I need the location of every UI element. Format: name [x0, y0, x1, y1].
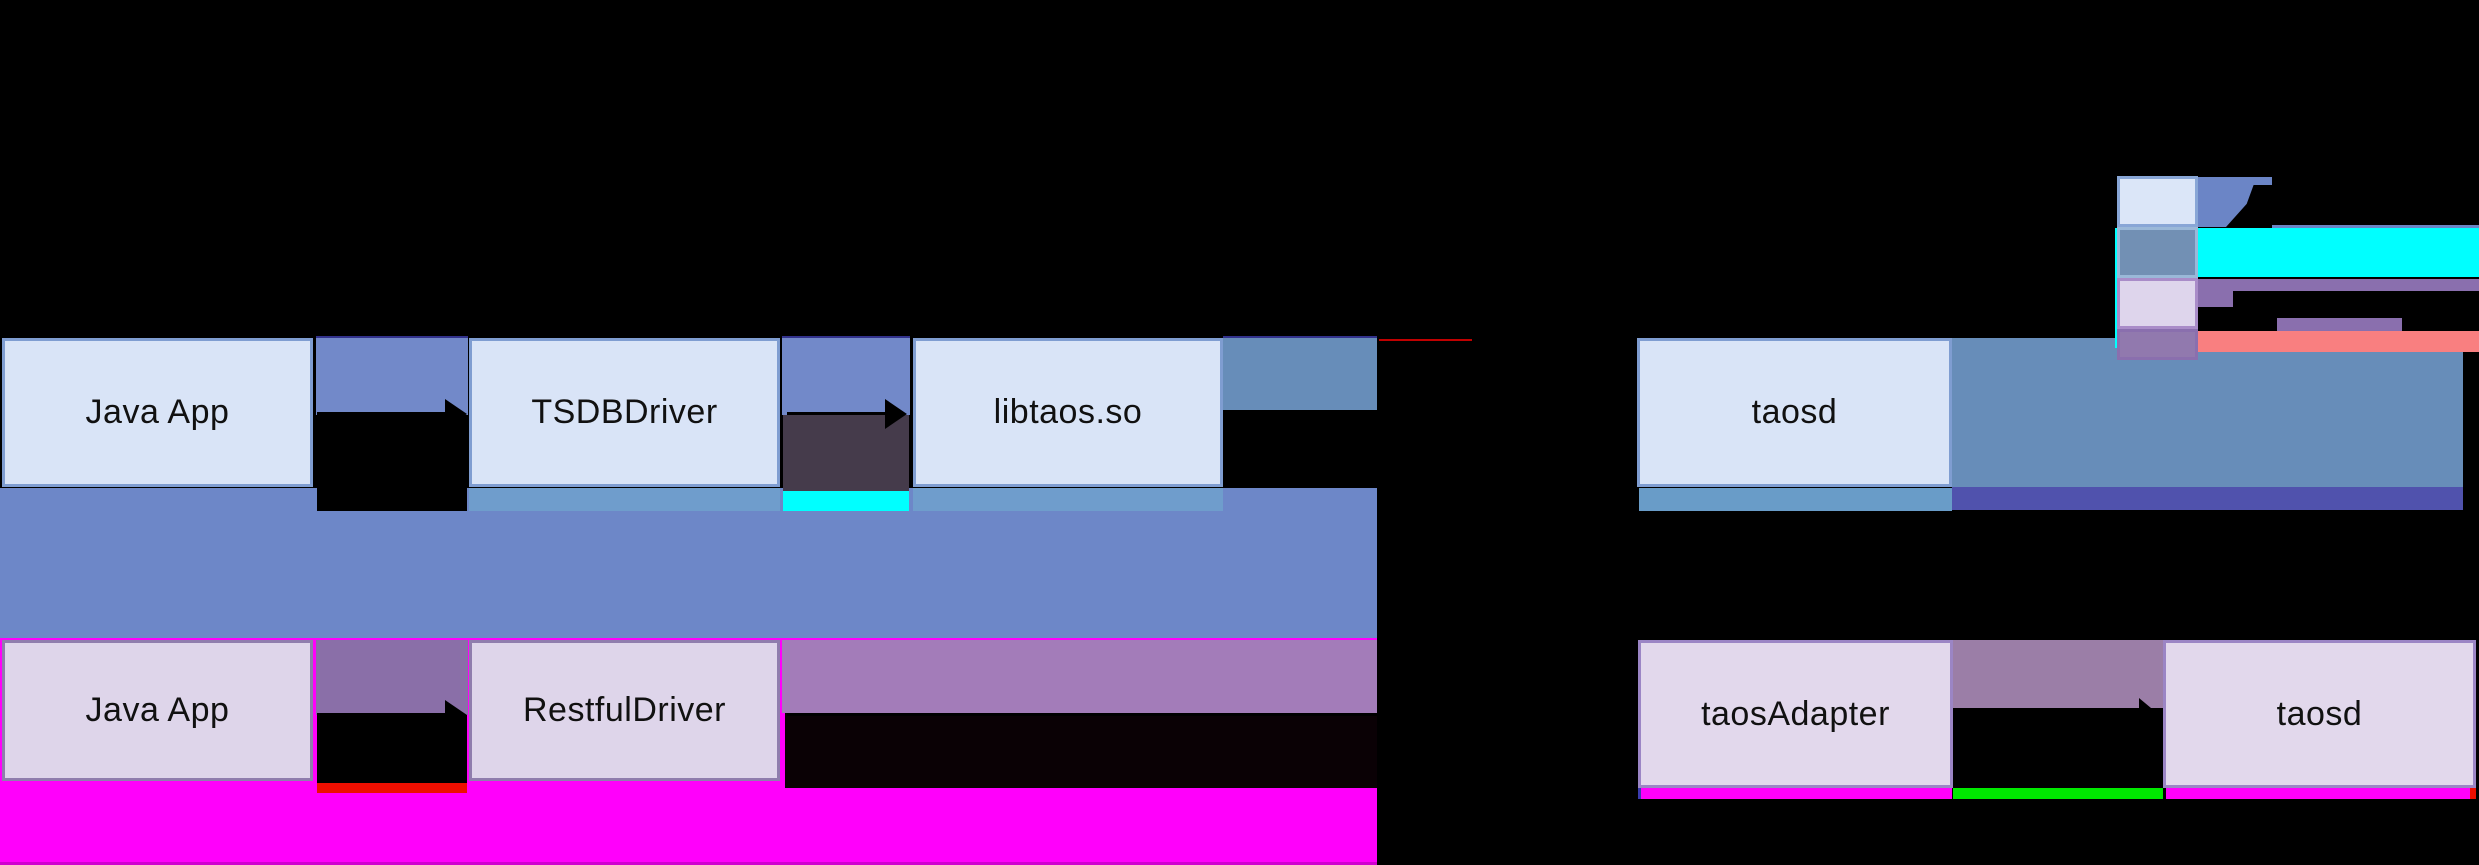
- legend-swatch-mauve: [2117, 329, 2198, 360]
- jni-gap-black-1: [317, 415, 467, 511]
- jni-blue-band: [0, 488, 1377, 638]
- node-taosd-restful[interactable]: taosd: [2163, 640, 2476, 788]
- red-accent-line: [1379, 339, 1472, 341]
- arrowhead-tsdbdriver: [445, 399, 467, 429]
- legend-cyan-highlight: [2198, 228, 2479, 277]
- node-label: RestfulDriver: [523, 691, 726, 729]
- tsdbdriver-under-strip: [469, 488, 780, 511]
- arrow-libtaos-taosd: [1225, 412, 1615, 415]
- node-taosd-jni[interactable]: taosd: [1637, 338, 1952, 487]
- legend-swatch-light-blue: [2117, 176, 2198, 227]
- arrowhead-taosd-restful: [2139, 698, 2163, 738]
- legend-blue-underline: [2272, 225, 2479, 228]
- legend-swatch-steel-blue: [2117, 227, 2198, 278]
- arrowhead-taosadapter: [1613, 700, 1635, 730]
- after-libtaos-steel-band: [1223, 336, 1377, 410]
- node-label: TSDBDriver: [531, 393, 718, 431]
- node-label: Java App: [85, 691, 230, 729]
- jni-gap-block-1: [316, 336, 468, 415]
- red-strip: [317, 783, 467, 793]
- node-libtaos[interactable]: libtaos.so: [913, 338, 1223, 487]
- restful-purple-band: [782, 640, 1377, 713]
- restful-gap-block-1: [316, 640, 468, 715]
- taosd-under-strip: [1639, 488, 1952, 511]
- arrowhead-restfuldriver: [445, 700, 467, 730]
- node-java-app-restful[interactable]: Java App: [2, 640, 313, 781]
- green-strip: [1953, 788, 2163, 799]
- legend-swatch-lavender: [2117, 278, 2198, 329]
- adapter-gap-block: [1953, 640, 2163, 708]
- libtaos-under-strip: [913, 488, 1223, 511]
- node-label: taosd: [1751, 393, 1838, 431]
- taosd2-magenta-strip: [2166, 788, 2470, 799]
- legend-text-blob-2: [2198, 307, 2277, 331]
- node-tsdbdriver[interactable]: TSDBDriver: [469, 338, 780, 487]
- arrow-tsdbdriver-libtaos: [787, 412, 885, 415]
- adapter-navy-dot: [1638, 788, 1641, 799]
- restful-dark-band: [785, 713, 1377, 788]
- arrow-javaapp-restfuldriver: [317, 713, 445, 716]
- arrow-javaapp-tsdbdriver: [317, 412, 445, 415]
- node-label: Java App: [85, 393, 230, 431]
- cyan-strip: [783, 491, 909, 511]
- arrow-restfuldriver-taosadapter: [787, 713, 1615, 716]
- node-taosadapter[interactable]: taosAdapter: [1638, 640, 1953, 788]
- arrow-taosadapter-taosd: [1955, 713, 2141, 716]
- taosd-steel-band: [1952, 338, 2463, 487]
- arrowhead-taosd-jni: [1613, 399, 1635, 429]
- legend-salmon-highlight: [2198, 331, 2479, 352]
- magenta-band-bottom-edge: [0, 862, 1377, 865]
- node-label: taosAdapter: [1701, 694, 1890, 733]
- node-restfuldriver[interactable]: RestfulDriver: [469, 640, 780, 781]
- arrowhead-libtaos: [885, 399, 907, 429]
- legend-text-blob-3: [2402, 316, 2479, 331]
- node-label: taosd: [2276, 694, 2363, 733]
- node-java-app-jni[interactable]: Java App: [2, 338, 313, 487]
- legend-cyan-vline: [2115, 228, 2118, 348]
- restful-gap-black-1: [317, 715, 467, 783]
- taosd2-red-tip: [2470, 788, 2476, 799]
- taosd-indigo-strip: [1952, 487, 2463, 510]
- node-label: libtaos.so: [993, 393, 1143, 431]
- adapter-magenta-strip: [1641, 788, 1952, 799]
